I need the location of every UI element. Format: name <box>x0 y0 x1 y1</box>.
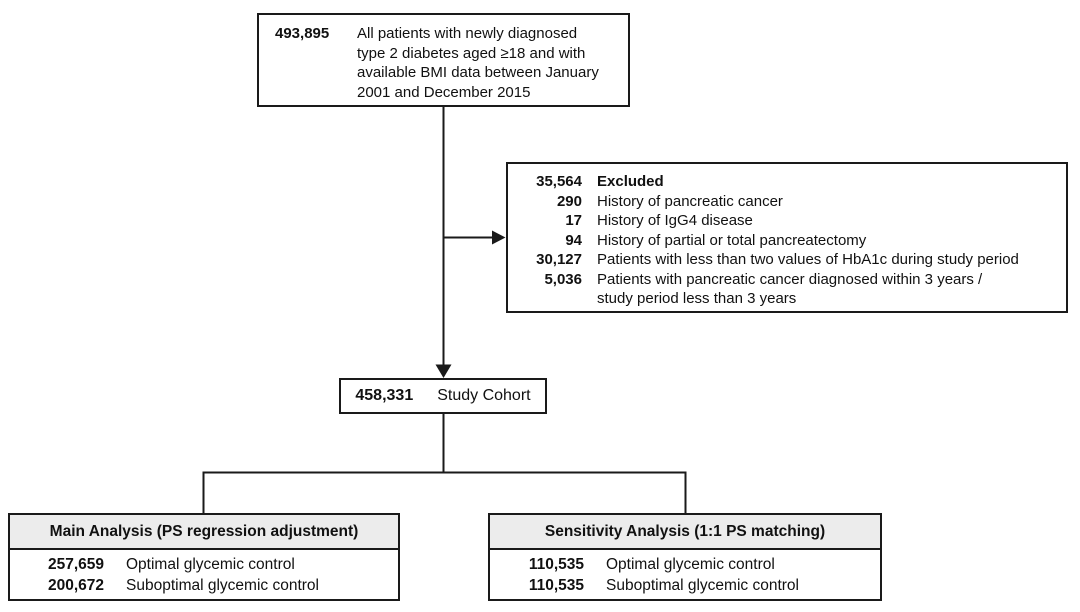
main-analysis-box: Main Analysis (PS regression adjustment)… <box>8 513 400 601</box>
analysis-label: Optimal glycemic control <box>126 556 295 573</box>
cohort-count: 458,331 <box>355 387 414 404</box>
excluded-item-label: History of partial or total pancreatecto… <box>597 231 867 249</box>
study-cohort-box: 458,331 Study Cohort <box>339 378 547 414</box>
sensitivity-analysis-body: 110,535 Optimal glycemic control 110,535… <box>490 550 880 601</box>
analysis-label: Suboptimal glycemic control <box>126 577 319 594</box>
excluded-item-label: History of IgG4 disease <box>597 212 753 229</box>
excluded-item-row: 30,127 Patients with less than two value… <box>518 250 1054 270</box>
excluded-item-label: History of pancreatic cancer <box>597 192 783 210</box>
excluded-count: 35,564 <box>536 173 582 190</box>
analysis-row: 110,535 Suboptimal glycemic control <box>510 575 868 596</box>
analysis-count: 200,672 <box>47 577 104 594</box>
excluded-item-row: 290 History of pancreatic cancer <box>518 192 1054 212</box>
excluded-item-row: 94 History of partial or total pancreate… <box>518 231 1054 251</box>
excluded-item-label: Patients with pancreatic cancer diagnose… <box>597 270 983 308</box>
sensitivity-analysis-box: Sensitivity Analysis (1:1 PS matching) 1… <box>488 513 882 601</box>
sensitivity-analysis-header: Sensitivity Analysis (1:1 PS matching) <box>490 515 880 550</box>
cohort-label: Study Cohort <box>437 387 531 404</box>
arrow-right-icon <box>492 230 506 245</box>
excluded-item-count: 290 <box>556 192 582 210</box>
analysis-row: 110,535 Optimal glycemic control <box>510 554 868 575</box>
excluded-item-count: 30,127 <box>536 251 582 268</box>
main-analysis-header: Main Analysis (PS regression adjustment) <box>10 515 398 550</box>
analysis-row: 257,659 Optimal glycemic control <box>30 554 386 575</box>
patient-description: All patients with newly diagnosed type 2… <box>357 25 599 101</box>
analysis-count: 110,535 <box>528 556 584 573</box>
analysis-count: 110,535 <box>528 577 584 594</box>
excluded-item-row: 17 History of IgG4 disease <box>518 211 1054 231</box>
arrow-down-icon <box>435 364 452 378</box>
excluded-item-row: 5,036 Patients with pancreatic cancer di… <box>518 270 1054 309</box>
main-analysis-body: 257,659 Optimal glycemic control 200,672… <box>10 550 398 601</box>
excluded-item-count: 17 <box>565 212 582 229</box>
excluded-title: Excluded <box>597 173 664 190</box>
patient-count: 493,895 <box>275 25 330 42</box>
excluded-item-label: Patients with less than two values of Hb… <box>597 251 1019 268</box>
analysis-row: 200,672 Suboptimal glycemic control <box>30 575 386 596</box>
excluded-item-count: 94 <box>565 231 582 249</box>
top-box-initial-patients: 493,895 All patients with newly diagnose… <box>257 13 630 107</box>
analysis-count: 257,659 <box>47 556 104 573</box>
excluded-header-row: 35,564 Excluded <box>518 172 1054 192</box>
excluded-item-count: 5,036 <box>544 270 582 288</box>
analysis-label: Optimal glycemic control <box>606 556 775 573</box>
excluded-box: 35,564 Excluded 290 History of pancreati… <box>506 162 1068 313</box>
analysis-label: Suboptimal glycemic control <box>606 577 799 594</box>
